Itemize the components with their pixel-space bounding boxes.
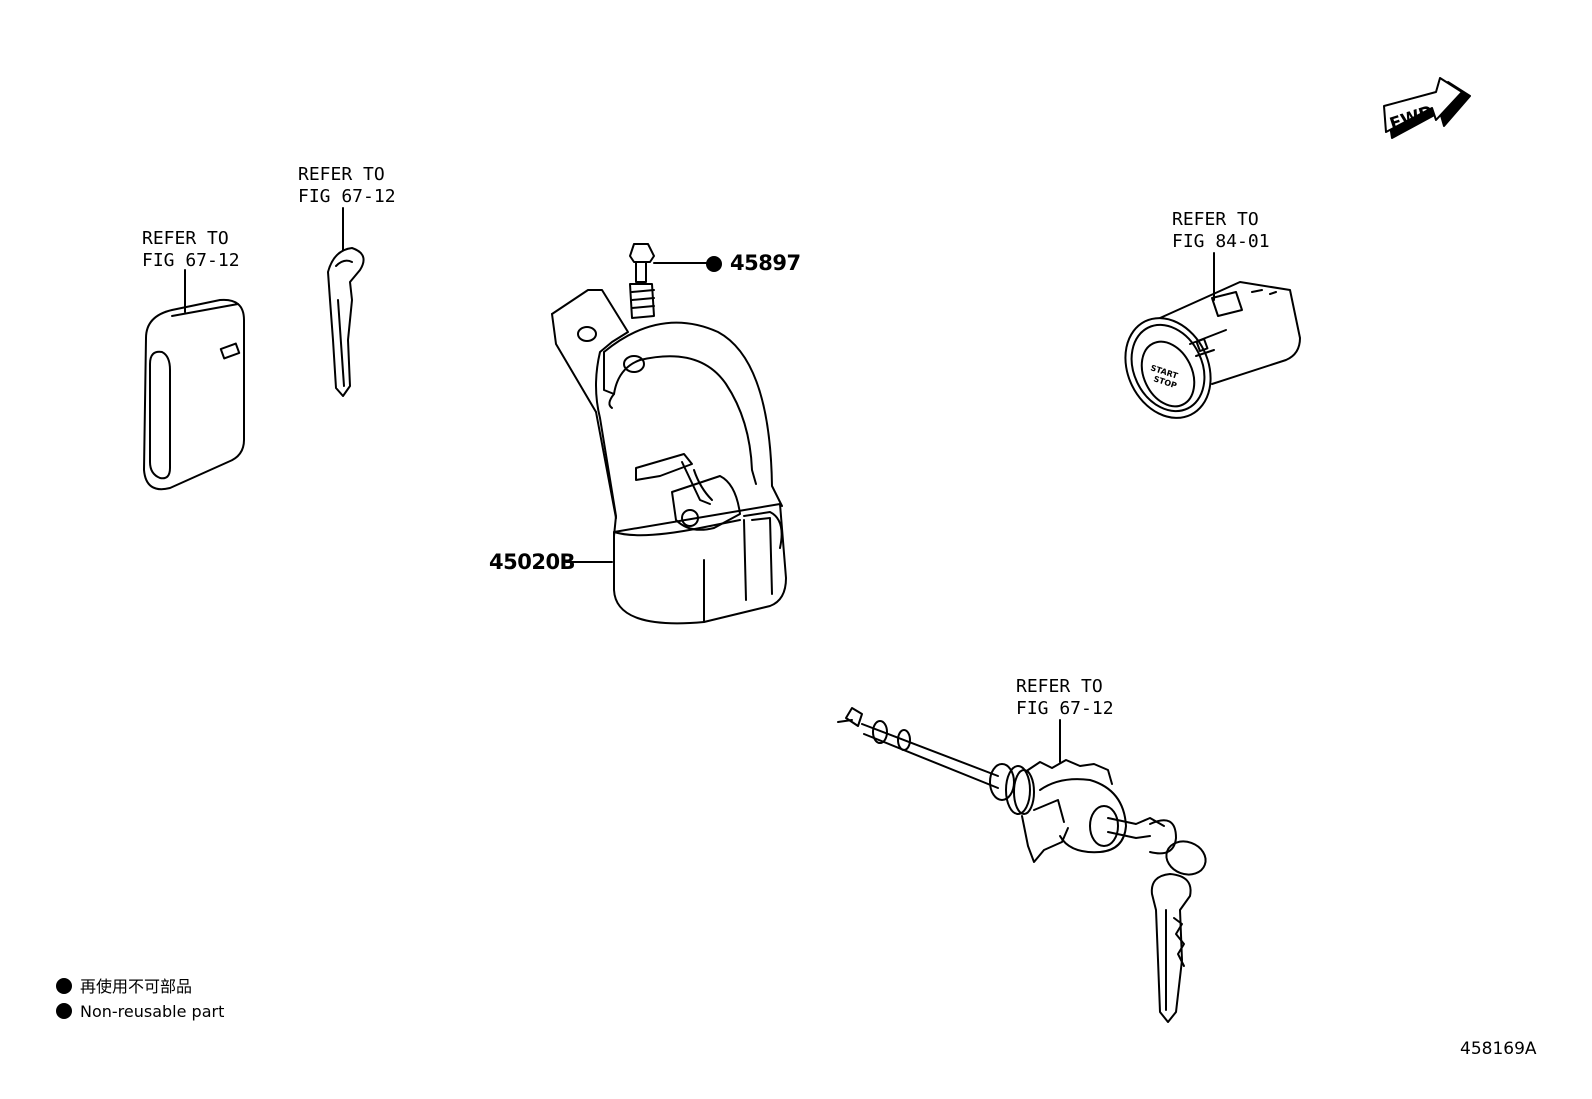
steering-lock-part-number: 45020B: [489, 550, 576, 574]
mech-key-refer-label: REFER TO FIG 67-12: [298, 164, 396, 207]
mechanical-key: [327, 207, 365, 397]
non-reusable-marker-icon: [706, 256, 722, 272]
bolt-part-number: 45897: [706, 253, 801, 274]
legend-line-en: Non-reusable part: [56, 1003, 224, 1020]
start-switch-refer-label: REFER TO FIG 84-01: [1172, 209, 1270, 252]
smart-key-fob: [143, 269, 245, 491]
smart-key-refer-label: REFER TO FIG 67-12: [142, 228, 240, 271]
start-stop-switch: START STOP: [1124, 252, 1301, 419]
door-lock-refer-label: REFER TO FIG 67-12: [1016, 676, 1114, 719]
legend-dot-icon: [56, 978, 72, 994]
fwd-arrow-icon: FWD: [1383, 77, 1471, 139]
door-lock-cylinder: [837, 707, 1207, 1023]
legend-dot-icon: [56, 1003, 72, 1019]
steering-lock-assembly: [551, 243, 787, 625]
figure-id: 458169A: [1460, 1039, 1537, 1059]
legend-line-jp: 再使用不可部品: [56, 978, 192, 995]
